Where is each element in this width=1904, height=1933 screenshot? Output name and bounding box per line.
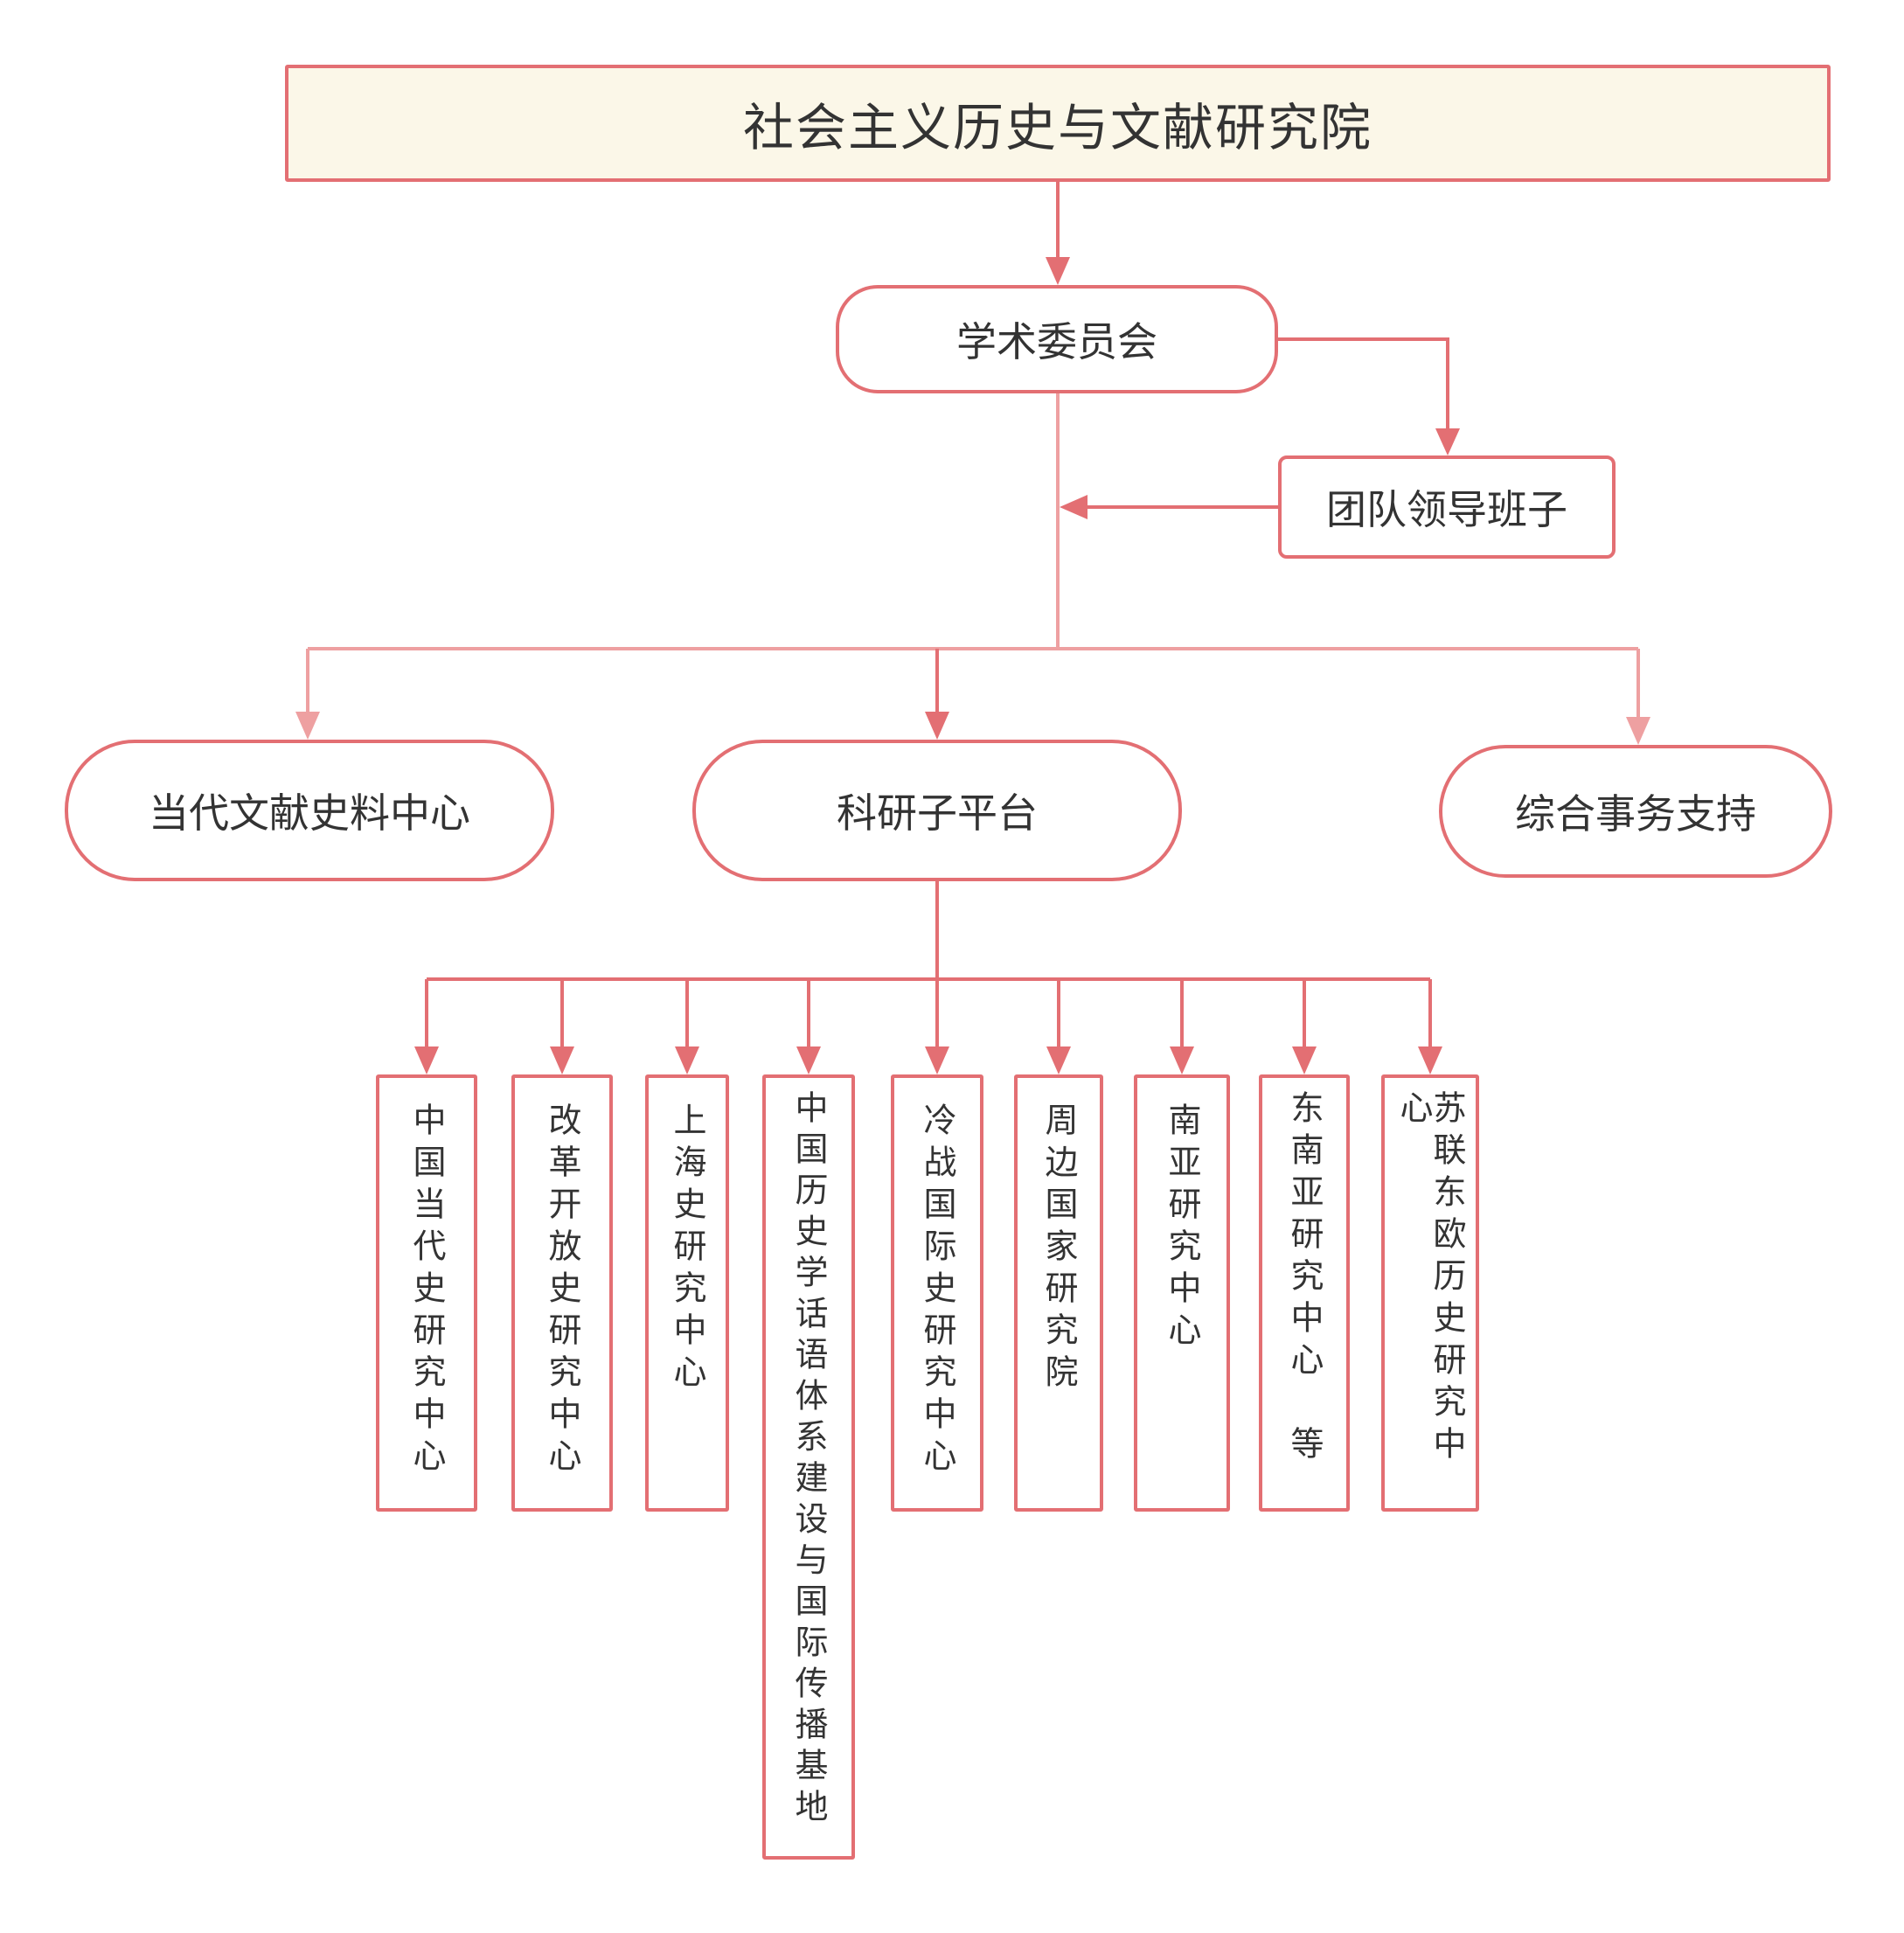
- arrowhead: [1046, 257, 1070, 285]
- document-center-node: 当代文献史料中心: [65, 740, 554, 881]
- arrowhead: [1292, 1046, 1317, 1074]
- general-affairs-label: 综合事务支持: [1515, 790, 1756, 838]
- center-label: 东南亚研究中心 等: [1285, 1090, 1324, 1468]
- general-affairs-node: 综合事务支持: [1439, 745, 1832, 878]
- arrowhead: [925, 1046, 949, 1074]
- research-platform-node: 科研子平台: [692, 740, 1182, 881]
- team-label: 团队领导班子: [1326, 486, 1567, 533]
- center-node: 改革开放史研究中心: [511, 1074, 613, 1512]
- center-node: 冷战国际史研究中心: [891, 1074, 983, 1512]
- arrowhead: [925, 712, 949, 740]
- center-label: 改革开放史研究中心: [543, 1102, 581, 1480]
- center-node: 南亚研究中心: [1134, 1074, 1230, 1512]
- root-node: 社会主义历史与文献研究院: [285, 65, 1831, 182]
- center-label: 周边国家研究院: [1039, 1102, 1078, 1396]
- arrowhead: [1626, 717, 1650, 745]
- center-node: 中国当代史研究中心: [376, 1074, 477, 1512]
- document-center-label: 当代文献史料中心: [149, 789, 470, 837]
- arrowhead: [1046, 1046, 1071, 1074]
- center-label: 上海史研究中心: [668, 1102, 706, 1396]
- committee-label: 学术委员会: [956, 318, 1157, 365]
- center-node: 苏联东欧历史研究中心: [1381, 1074, 1479, 1512]
- center-node: 东南亚研究中心 等: [1259, 1074, 1350, 1512]
- arrowhead: [1170, 1046, 1194, 1074]
- center-node: 上海史研究中心: [645, 1074, 729, 1512]
- center-node: 周边国家研究院: [1014, 1074, 1103, 1512]
- arrowhead: [414, 1046, 439, 1074]
- center-label: 南亚研究中心: [1163, 1102, 1201, 1354]
- center-label: 中国历史学话语体系建设与国际传播基地: [789, 1090, 828, 1830]
- arrowhead: [295, 712, 320, 740]
- arrowhead: [1435, 428, 1460, 455]
- center-label: 中国当代史研究中心: [407, 1102, 446, 1480]
- team-node: 团队领导班子: [1278, 455, 1616, 559]
- arrowhead: [796, 1046, 821, 1074]
- arrowhead: [675, 1046, 699, 1074]
- arrowhead: [550, 1046, 574, 1074]
- research-platform-label: 科研子平台: [837, 789, 1038, 837]
- arrowhead: [1418, 1046, 1442, 1074]
- center-label: 冷战国际史研究中心: [918, 1102, 956, 1480]
- committee-node: 学术委员会: [836, 285, 1278, 393]
- center-label: 苏联东欧历史研究中心: [1394, 1090, 1466, 1468]
- root-label: 社会主义历史与文献研究院: [742, 98, 1372, 157]
- center-node: 中国历史学话语体系建设与国际传播基地: [762, 1074, 855, 1860]
- edge-committee-team: [1278, 337, 1449, 432]
- arrowhead: [1060, 495, 1088, 519]
